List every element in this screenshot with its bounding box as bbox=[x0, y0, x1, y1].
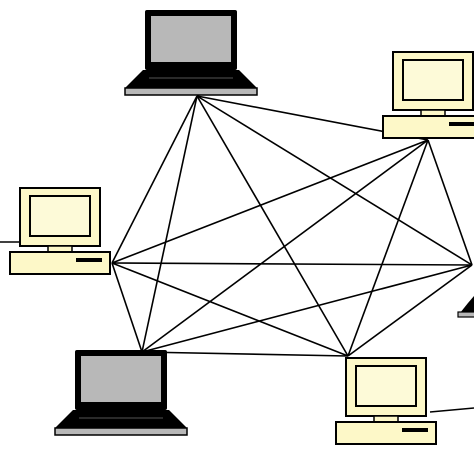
node-right-edge-computer-icon bbox=[457, 296, 474, 318]
link-desktop-top-right-to-desktop-bottom bbox=[347, 139, 429, 357]
laptop-bottom-left-laptop-icon bbox=[54, 350, 188, 436]
link-laptop-top-to-desktop-left bbox=[111, 95, 198, 264]
link-desktop-top-right-to-node-right-edge bbox=[427, 139, 473, 266]
link-desktop-top-right-to-laptop-bottom-left bbox=[141, 139, 429, 353]
cable-stub-right bbox=[429, 407, 474, 413]
link-node-right-edge-to-laptop-bottom-left bbox=[141, 264, 473, 353]
link-laptop-top-to-desktop-bottom bbox=[196, 95, 349, 357]
desktop-top-right-desktop-computer-icon bbox=[382, 51, 474, 139]
link-desktop-left-to-laptop-bottom-left bbox=[111, 262, 143, 353]
link-laptop-top-to-laptop-bottom-left bbox=[141, 95, 198, 353]
link-laptop-top-to-node-right-edge bbox=[196, 95, 473, 266]
desktop-bottom-desktop-computer-icon bbox=[335, 357, 437, 445]
network-links bbox=[111, 95, 473, 357]
network-nodes bbox=[0, 10, 474, 445]
link-node-right-edge-to-desktop-bottom bbox=[347, 264, 473, 357]
link-desktop-top-right-to-desktop-left bbox=[111, 139, 429, 264]
link-desktop-left-to-node-right-edge bbox=[111, 262, 473, 266]
link-laptop-bottom-left-to-desktop-bottom bbox=[141, 351, 349, 357]
link-desktop-left-to-desktop-bottom bbox=[111, 262, 349, 357]
desktop-left-desktop-computer-icon bbox=[9, 187, 111, 275]
laptop-top-laptop-icon bbox=[124, 10, 258, 96]
